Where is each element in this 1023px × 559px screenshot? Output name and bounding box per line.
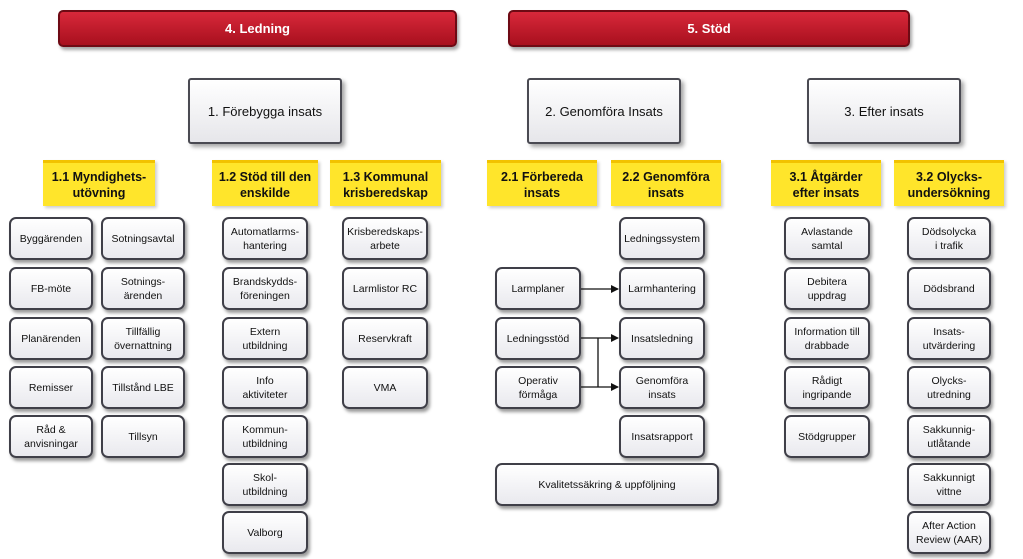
item-dodsbrand: Dödsbrand [907, 267, 991, 310]
item-byggarenden: Byggärenden [9, 217, 93, 260]
item-automatlarmshantering: Automatlarms- hantering [222, 217, 308, 260]
item-planarenden: Planärenden [9, 317, 93, 360]
header-atgarder-efter-insats: 3.1 Åtgärder efter insats [771, 160, 881, 206]
item-insatsledning: Insatsledning [619, 317, 705, 360]
item-genomfora-insats: Genomföra insats [619, 366, 705, 409]
stod-bar: 5. Stöd [508, 10, 910, 47]
item-tillfallig-overnattning: Tillfällig övernattning [101, 317, 185, 360]
item-radigt-ingripande: Rådigt ingripande [784, 366, 870, 409]
item-insatsrapport: Insatsrapport [619, 415, 705, 458]
item-valborg: Valborg [222, 511, 308, 554]
header-myndighetsutovning: 1.1 Myndighets- utövning [43, 160, 155, 206]
item-sotningsavtal: Sotningsavtal [101, 217, 185, 260]
item-avlastande-samtal: Avlastande samtal [784, 217, 870, 260]
header-stod-enskilde: 1.2 Stöd till den enskilde [212, 160, 318, 206]
item-information-drabbade: Information till drabbade [784, 317, 870, 360]
item-extern-utbildning: Extern utbildning [222, 317, 308, 360]
item-olycksutredning: Olycks- utredning [907, 366, 991, 409]
item-kommunutbildning: Kommun- utbildning [222, 415, 308, 458]
ledning-bar: 4. Ledning [58, 10, 457, 47]
item-sakkunnigt-vittne: Sakkunnigt vittne [907, 463, 991, 506]
header-olycksundersokning: 3.2 Olycks- undersökning [894, 160, 1004, 206]
header-forbereda-insats: 2.1 Förbereda insats [487, 160, 597, 206]
item-stodgrupper: Stödgrupper [784, 415, 870, 458]
item-sakkunnigutlatande: Sakkunnig- utlåtande [907, 415, 991, 458]
item-insatsutvardering: Insats- utvärdering [907, 317, 991, 360]
item-reservkraft: Reservkraft [342, 317, 428, 360]
genomfora-insats-box: 2. Genomföra Insats [527, 78, 681, 144]
item-kvalitetssakring: Kvalitetssäkring & uppföljning [495, 463, 719, 506]
item-larmhantering: Larmhantering [619, 267, 705, 310]
item-dodsolycka-trafik: Dödsolycka i trafik [907, 217, 991, 260]
efter-insats-box: 3. Efter insats [807, 78, 961, 144]
item-larmplaner: Larmplaner [495, 267, 581, 310]
item-remisser: Remisser [9, 366, 93, 409]
header-genomfora-insats: 2.2 Genomföra insats [611, 160, 721, 206]
item-info-aktiviteter: Info aktiviteter [222, 366, 308, 409]
item-rad-anvisningar: Råd & anvisningar [9, 415, 93, 458]
item-sotningsarenden: Sotnings- ärenden [101, 267, 185, 310]
item-fb-mote: FB-möte [9, 267, 93, 310]
item-after-action-review: After Action Review (AAR) [907, 511, 991, 554]
item-skolutbildning: Skol- utbildning [222, 463, 308, 506]
item-ledningsstod: Ledningsstöd [495, 317, 581, 360]
header-kommunal-krisberedskap: 1.3 Kommunal krisberedskap [330, 160, 441, 206]
item-operativ-formaga: Operativ förmåga [495, 366, 581, 409]
item-larmlistor-rc: Larmlistor RC [342, 267, 428, 310]
item-tillstand-lbe: Tillstånd LBE [101, 366, 185, 409]
item-brandskyddsforeningen: Brandskydds- föreningen [222, 267, 308, 310]
item-vma: VMA [342, 366, 428, 409]
item-krisberedskapsarbete: Krisberedskaps- arbete [342, 217, 428, 260]
forebygga-insats-box: 1. Förebygga insats [188, 78, 342, 144]
item-tillsyn: Tillsyn [101, 415, 185, 458]
item-debitera-uppdrag: Debitera uppdrag [784, 267, 870, 310]
item-ledningssystem: Ledningssystem [619, 217, 705, 260]
